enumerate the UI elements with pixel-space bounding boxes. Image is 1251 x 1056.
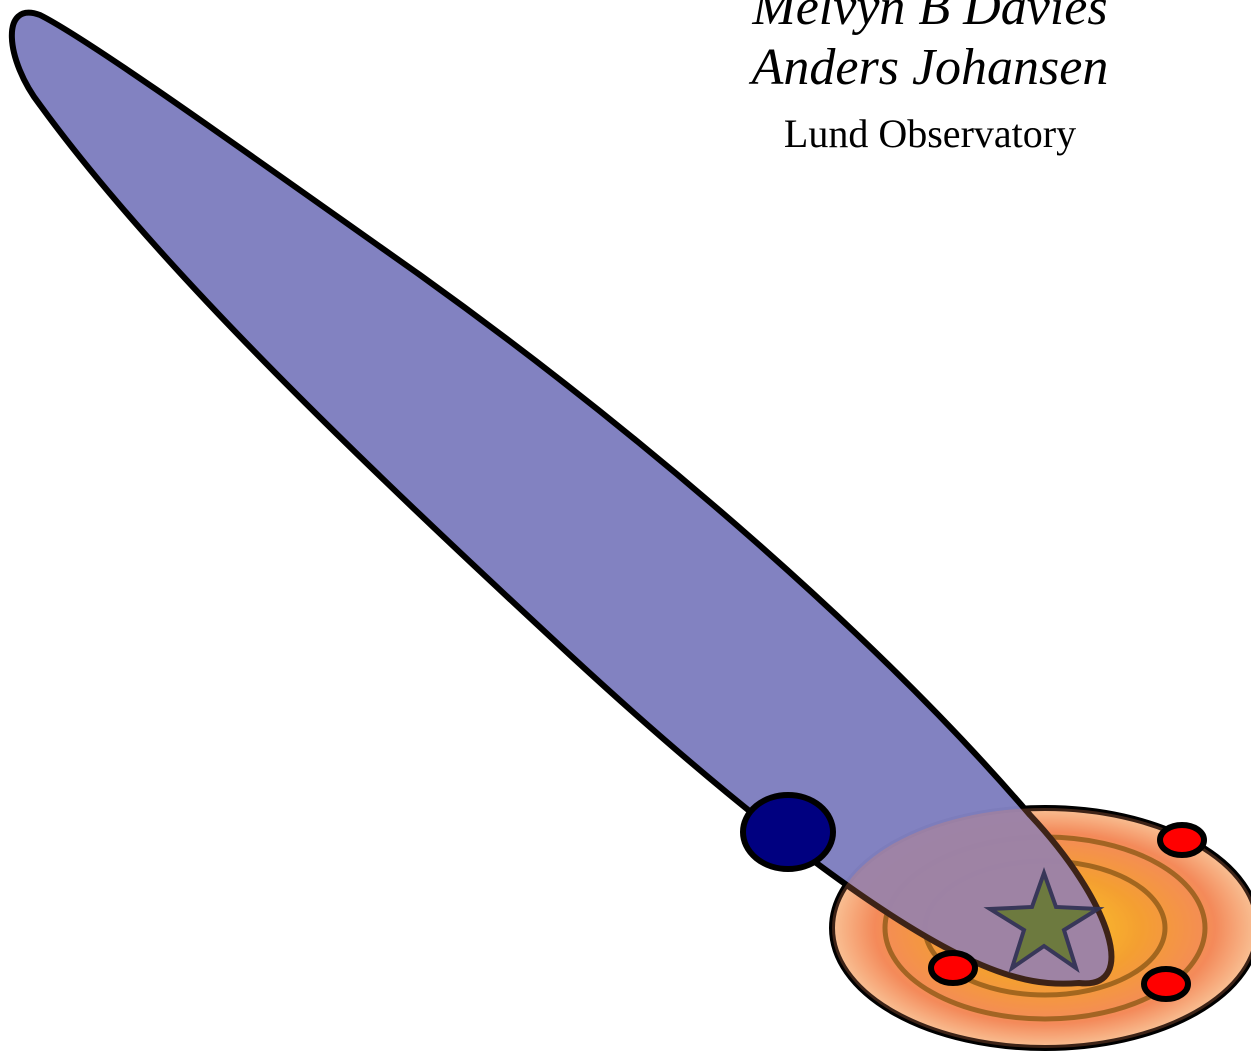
author-name: Melvyn B Davies <box>650 0 1210 38</box>
planet-3 <box>1144 969 1188 999</box>
planet-2 <box>931 953 975 983</box>
affiliation: Lund Observatory <box>650 110 1210 158</box>
perturber-star <box>743 795 833 869</box>
planet-1 <box>1160 825 1204 855</box>
author-name: Anders Johansen <box>650 38 1210 98</box>
credits-block: Melvyn B Davies Anders Johansen Lund Obs… <box>650 0 1210 158</box>
